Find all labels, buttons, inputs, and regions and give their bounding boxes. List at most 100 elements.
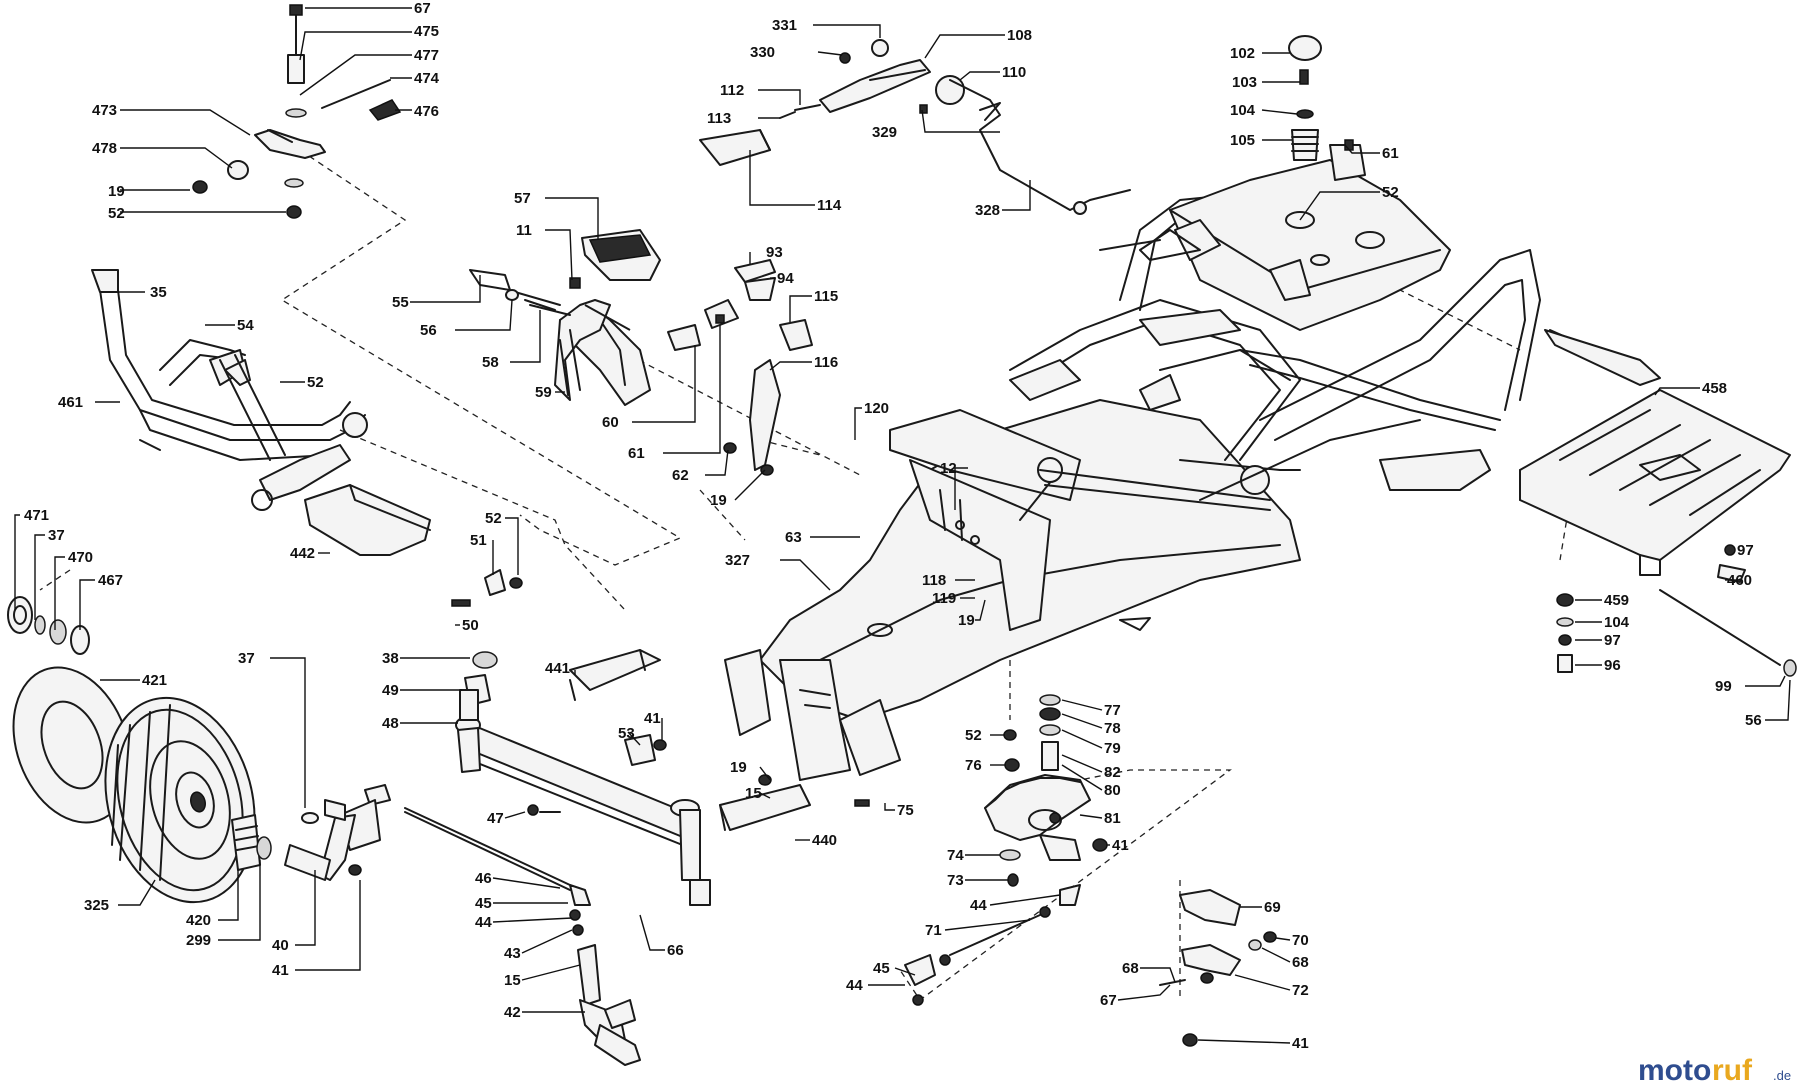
callout-475: 475 [414, 23, 439, 40]
callout-470: 470 [68, 549, 93, 566]
callout-44: 44 [475, 914, 492, 931]
callout-330: 330 [750, 44, 775, 61]
callout-41: 41 [272, 962, 289, 979]
callout-440: 440 [812, 832, 837, 849]
callout-15: 15 [504, 972, 521, 989]
callout-71: 71 [925, 922, 942, 939]
callout-52: 52 [307, 374, 324, 391]
callout-112: 112 [720, 82, 744, 99]
callout-478: 478 [92, 140, 117, 157]
callout-42: 42 [504, 1004, 521, 1021]
callout-82: 82 [1104, 764, 1121, 781]
callout-38: 38 [382, 650, 399, 667]
watermark-suffix: .de [1773, 1068, 1791, 1083]
callout-52: 52 [1382, 184, 1399, 201]
callout-70: 70 [1292, 932, 1309, 949]
leader-lines [14, 7, 1791, 1044]
callout-19: 19 [108, 183, 125, 200]
callout-97: 97 [1737, 542, 1754, 559]
callout-80: 80 [1104, 782, 1121, 799]
callout-115: 115 [814, 288, 838, 305]
callout-97: 97 [1604, 632, 1621, 649]
callout-299: 299 [186, 932, 211, 949]
callout-442: 442 [290, 545, 315, 562]
callout-67: 67 [1100, 992, 1117, 1009]
callout-421: 421 [142, 672, 167, 689]
callout-45: 45 [873, 960, 890, 977]
callout-471: 471 [24, 507, 49, 524]
callout-41: 41 [1112, 837, 1129, 854]
callout-116: 116 [814, 354, 838, 371]
callout-120: 120 [864, 400, 889, 417]
callout-15: 15 [745, 785, 762, 802]
callout-61: 61 [1382, 145, 1399, 162]
callout-81: 81 [1104, 810, 1121, 827]
callout-37: 37 [48, 527, 65, 544]
right-brackets [1159, 889, 1277, 1047]
callout-62: 62 [672, 467, 689, 484]
callout-60: 60 [602, 414, 619, 431]
callout-467: 467 [98, 572, 123, 589]
callout-41: 41 [1292, 1035, 1309, 1052]
callout-461: 461 [58, 394, 83, 411]
callout-67: 67 [414, 0, 431, 17]
callout-420: 420 [186, 912, 211, 929]
callout-476: 476 [414, 103, 439, 120]
callout-40: 40 [272, 937, 289, 954]
steering-linkage [284, 784, 641, 1066]
callout-19: 19 [958, 612, 975, 629]
callout-44: 44 [846, 977, 863, 994]
watermark-logo: moto ruf .de [1638, 1054, 1791, 1087]
upper-left-parts [192, 4, 402, 219]
callout-48: 48 [382, 715, 399, 732]
control-lever [699, 39, 1131, 215]
callout-96: 96 [1604, 657, 1621, 674]
callout-49: 49 [382, 682, 399, 699]
callout-46: 46 [475, 870, 492, 887]
callout-104: 104 [1604, 614, 1630, 631]
callout-118: 118 [922, 572, 946, 589]
callout-52: 52 [965, 727, 982, 744]
wheel-tire-325 [104, 696, 256, 904]
callout-473: 473 [92, 102, 117, 119]
callout-93: 93 [766, 244, 783, 261]
callout-74: 74 [947, 847, 964, 864]
callout-108: 108 [1007, 27, 1032, 44]
callout-50: 50 [462, 617, 479, 634]
floor-plate-458 [1519, 389, 1791, 576]
callout-59: 59 [535, 384, 552, 401]
callout-327: 327 [725, 552, 750, 569]
callout-66: 66 [667, 942, 684, 959]
callout-56: 56 [420, 322, 437, 339]
seat-hardware [1288, 35, 1366, 181]
callout-77: 77 [1104, 702, 1121, 719]
main-frame [724, 159, 1661, 781]
callout-76: 76 [965, 757, 982, 774]
callout-37: 37 [238, 650, 255, 667]
callout-104: 104 [1230, 102, 1256, 119]
wheel-bearings [7, 596, 272, 871]
callout-54: 54 [237, 317, 254, 334]
front-axle [455, 689, 711, 906]
callout-69: 69 [1264, 899, 1281, 916]
callout-477: 477 [414, 47, 439, 64]
callout-328: 328 [975, 202, 1000, 219]
callout-47: 47 [487, 810, 504, 827]
callout-94: 94 [777, 270, 794, 287]
callout-78: 78 [1104, 720, 1121, 737]
callout-55: 55 [392, 294, 409, 311]
watermark-brand-a: moto [1638, 1054, 1711, 1087]
callout-12: 12 [940, 460, 957, 477]
callout-68: 68 [1122, 960, 1139, 977]
callout-52: 52 [485, 510, 502, 527]
callout-44: 44 [970, 897, 987, 914]
callout-329: 329 [872, 124, 897, 141]
callout-45: 45 [475, 895, 492, 912]
callout-474: 474 [414, 70, 440, 87]
callout-459: 459 [1604, 592, 1629, 609]
watermark-brand-b: ruf [1712, 1054, 1753, 1087]
callout-458: 458 [1702, 380, 1727, 397]
callout-43: 43 [504, 945, 521, 962]
